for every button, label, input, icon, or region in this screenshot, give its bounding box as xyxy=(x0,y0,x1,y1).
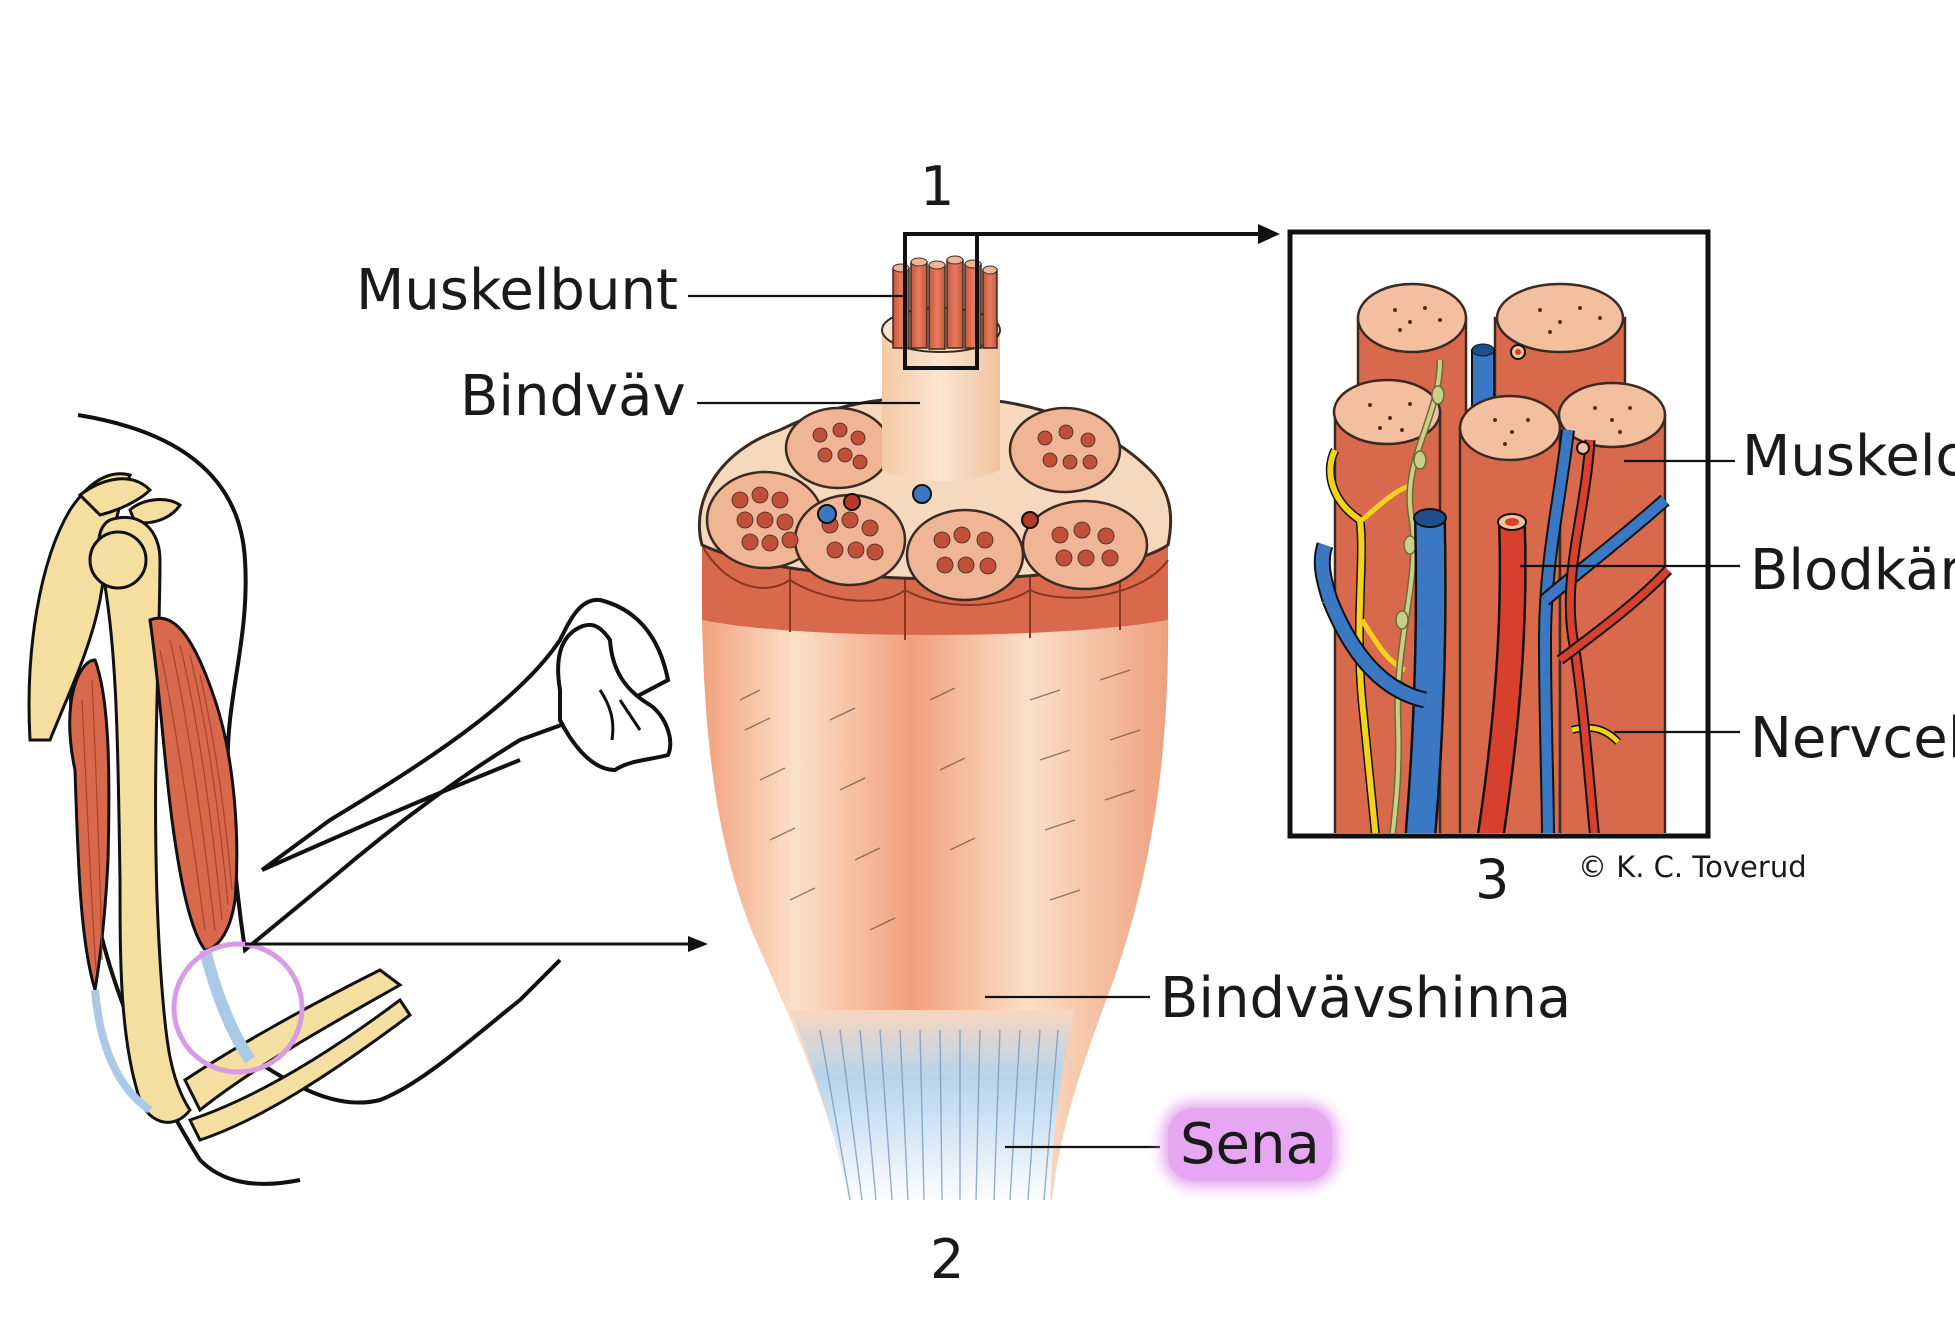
copyright-text: © K. C. Toverud xyxy=(1578,850,1807,884)
leader-lines xyxy=(688,294,1160,1149)
arm-illustration xyxy=(27,413,708,1186)
inset-detail xyxy=(1287,229,1711,839)
number-label-1: 1 xyxy=(920,155,955,218)
label-muskelcell: Muskelc xyxy=(1742,424,1955,489)
label-nervcell: Nervcel xyxy=(1750,706,1955,771)
label-bindvavshinna: Bindvävshinna xyxy=(1160,966,1572,1031)
arrow-head-icon xyxy=(688,936,708,952)
number-label-2: 2 xyxy=(930,1228,965,1291)
number-label-3: 3 xyxy=(1475,848,1510,911)
tendon-highlight-circle xyxy=(171,941,305,1075)
zoom-arrow-head-icon xyxy=(1258,224,1280,244)
label-bindvav: Bindväv xyxy=(460,364,686,429)
label-muskelbunt: Muskelbunt xyxy=(356,258,678,323)
zoom-selection-box xyxy=(903,232,979,370)
muscle-cross-section xyxy=(697,224,1280,1205)
label-sena: Sena xyxy=(1168,1108,1332,1181)
inset-leader-lines xyxy=(1520,459,1740,734)
label-blodkarl: Blodkär xyxy=(1750,538,1955,603)
